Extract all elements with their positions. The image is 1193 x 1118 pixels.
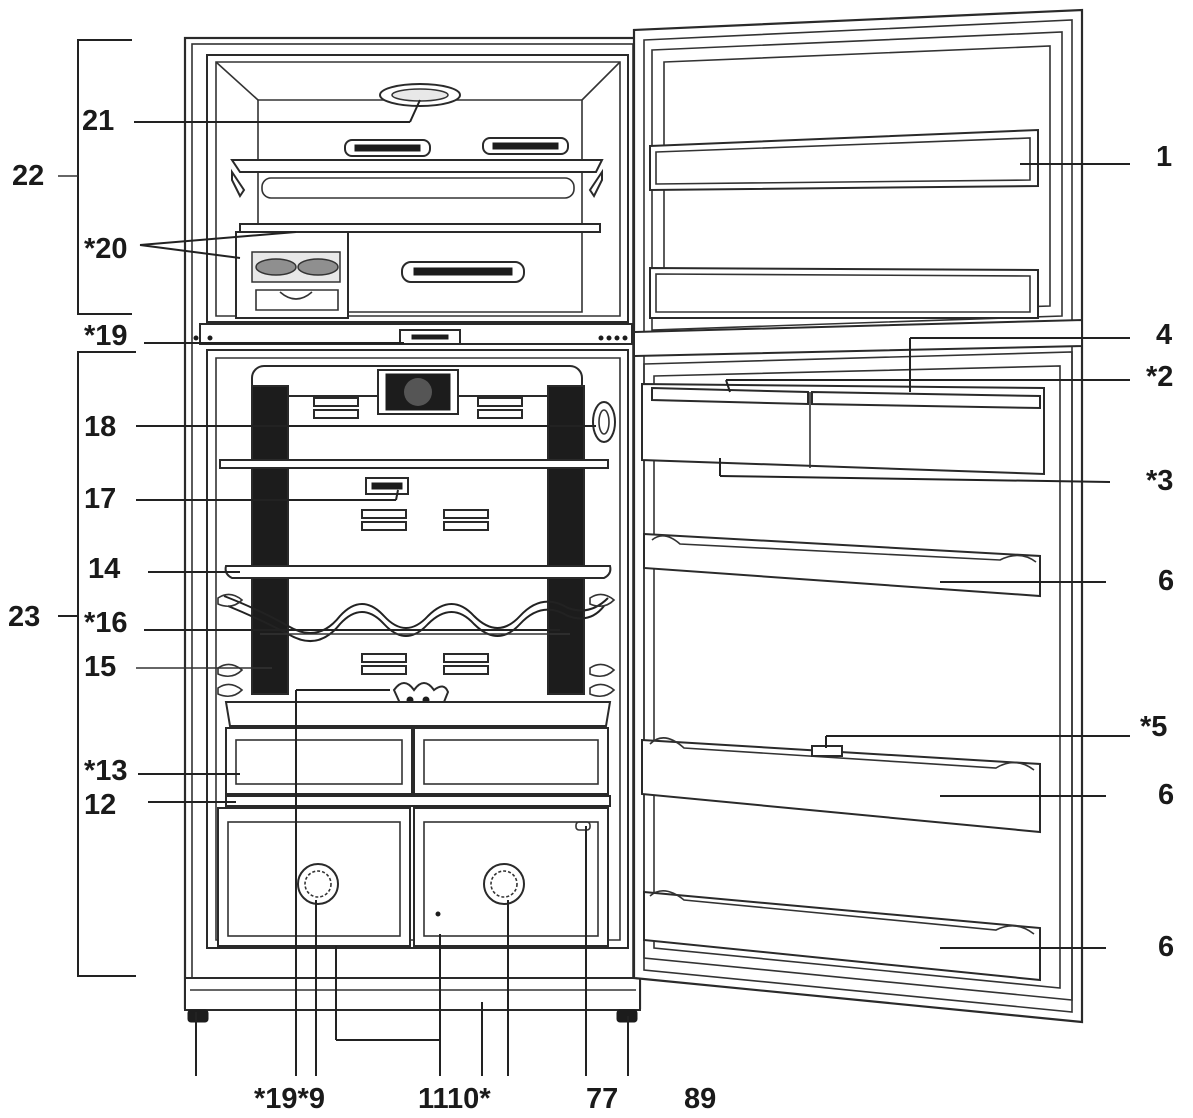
temperature-control: [365, 477, 409, 495]
fresh-food-vents: [313, 397, 523, 675]
label-22: 22: [12, 160, 44, 192]
label-2: *2: [1146, 361, 1173, 393]
label-14: 14: [88, 553, 120, 585]
freezer-compartment: [206, 54, 629, 323]
label-18: 18: [84, 411, 116, 443]
crisper-cover: [224, 701, 612, 727]
label-19-top: *19: [84, 320, 128, 352]
vegetable-drawers: [217, 807, 609, 947]
crisper-divider: [225, 795, 611, 807]
label-5: *5: [1140, 711, 1167, 743]
glass-shelf-upper: [219, 459, 609, 469]
humidity-control-knob-right: [483, 863, 525, 905]
freezer-door-shelves: [649, 128, 1039, 319]
label-3: *3: [1146, 465, 1173, 497]
door-bin-upper: [643, 532, 1041, 598]
shelf-supports: [217, 593, 616, 698]
label-6-upper: 6: [1158, 565, 1174, 597]
label-21: 21: [82, 105, 114, 137]
label-89: 89: [684, 1083, 716, 1115]
label-4: 4: [1156, 319, 1172, 351]
leader-lines: [134, 99, 1130, 1076]
humidity-control-knob-left: [297, 863, 339, 905]
refrigerator-door: [632, 8, 1084, 1024]
fan-cover: [251, 365, 583, 415]
dairy-compartment: [641, 382, 1045, 476]
control-strip: [193, 323, 633, 345]
label-19-bottom: *19*9: [254, 1083, 325, 1115]
label-1110: 1110*: [418, 1083, 491, 1115]
label-20: *20: [84, 233, 128, 265]
label-15: 15: [84, 651, 116, 683]
label-13: *13: [84, 755, 128, 787]
label-17: 17: [84, 483, 116, 515]
glass-shelf-14: [224, 565, 612, 579]
fresh-food-lamp: [592, 401, 616, 443]
label-77: 77: [586, 1083, 618, 1115]
label-6-middle: 6: [1158, 779, 1174, 811]
door-bin-middle: [641, 737, 1041, 834]
fresh-food-compartment: [206, 349, 629, 949]
freezer-shelf: [230, 159, 604, 199]
section-brackets: [58, 39, 136, 977]
label-12: 12: [84, 789, 116, 821]
chiller-drawers: [225, 727, 609, 795]
door-bin-lower: [643, 890, 1041, 982]
freezer-air-vents: [344, 137, 569, 283]
label-6-lower: 6: [1158, 931, 1174, 963]
callout-labels: 21 22 *20 *19 18 17 14 23 *16 15 *13 12 …: [8, 105, 1174, 1115]
label-23: 23: [8, 601, 40, 633]
freezer-lamp: [379, 83, 461, 107]
label-1: 1: [1156, 141, 1172, 173]
label-16: *16: [84, 607, 128, 639]
